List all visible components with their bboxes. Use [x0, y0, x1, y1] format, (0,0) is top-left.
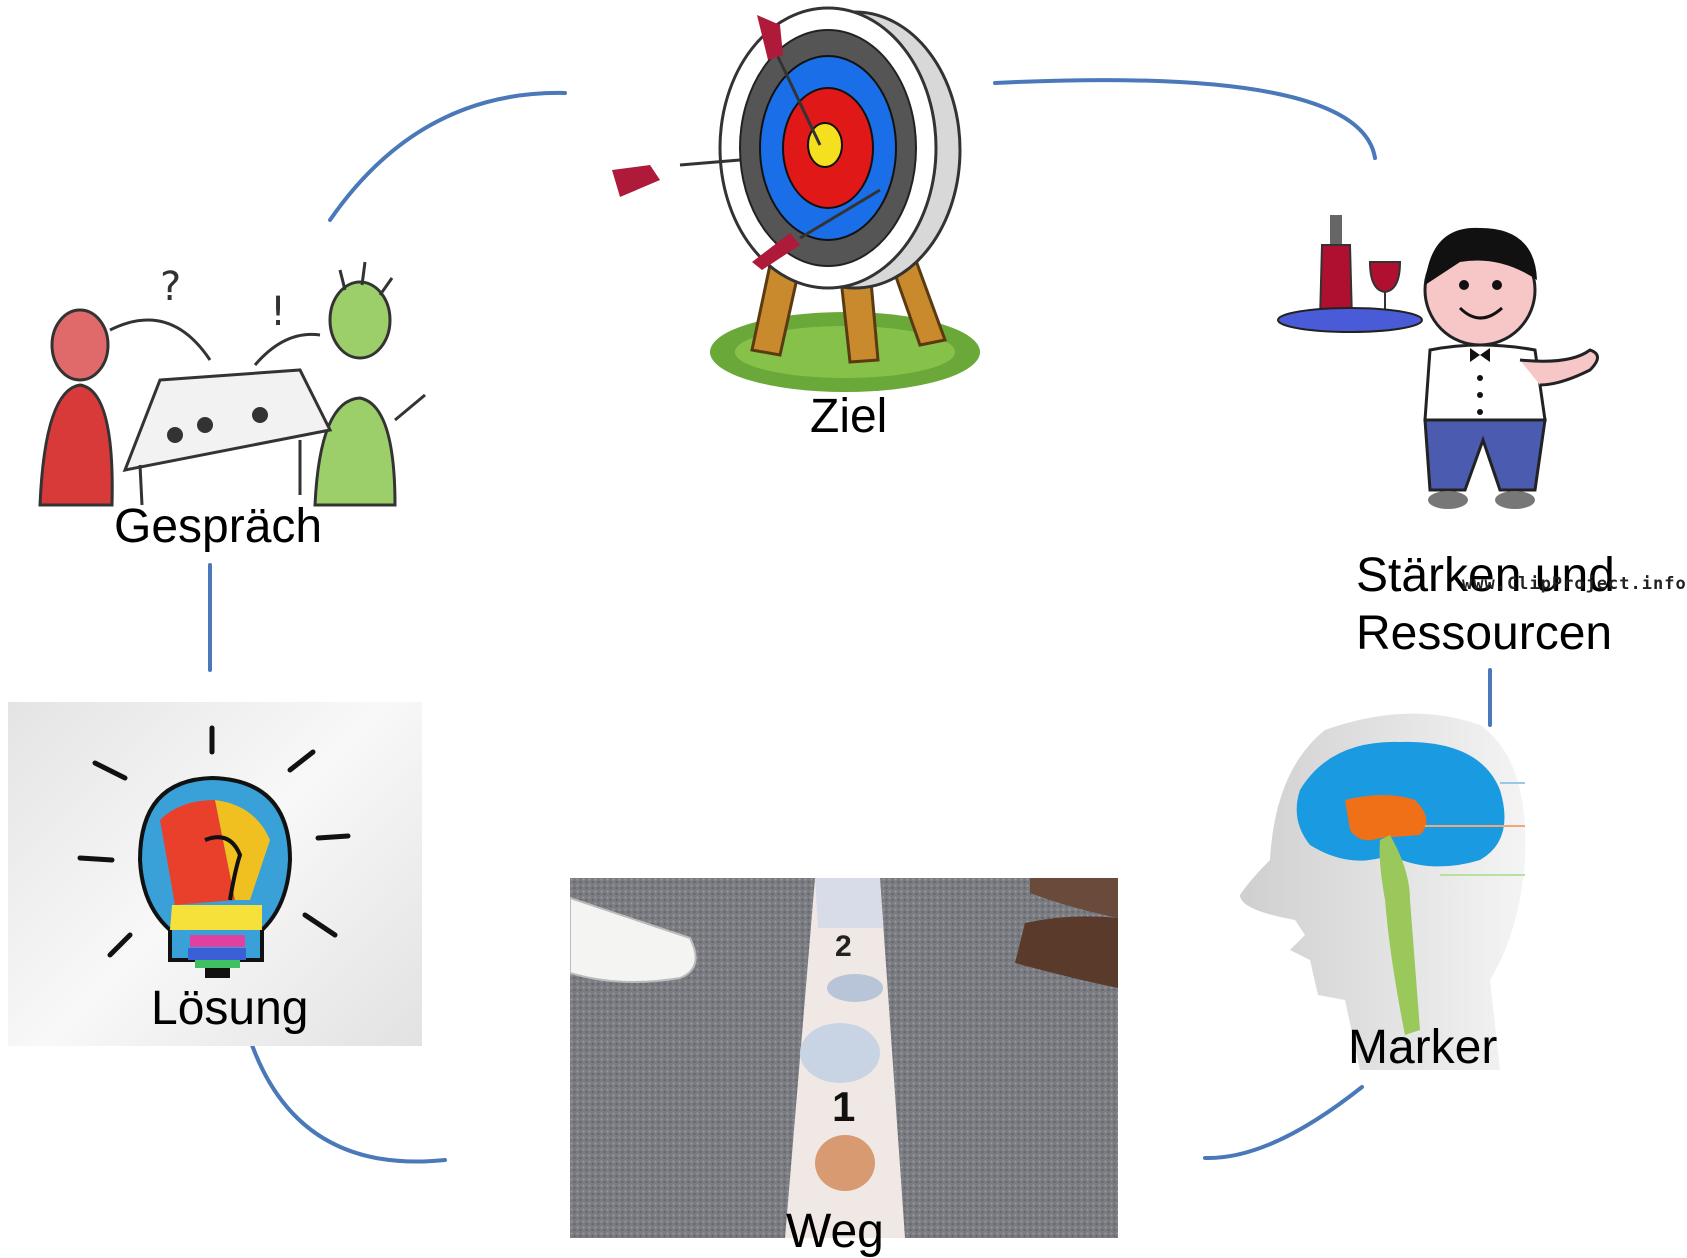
- path-step-number-2: 2: [835, 930, 852, 963]
- svg-text:!: !: [270, 289, 286, 335]
- path-photo-art: [570, 878, 1118, 1238]
- connector-marker-weg: [1203, 1085, 1364, 1161]
- node-label-gespraech: Gespräch: [114, 500, 323, 553]
- node-label-weg: Weg: [786, 1205, 884, 1258]
- connector-gespraech-ziel: [328, 90, 567, 222]
- node-label-staerken-line2: Ressourcen: [1356, 607, 1613, 660]
- node-label-staerken-line1: Stärken und: [1356, 549, 1615, 602]
- node-label-ziel: Ziel: [810, 390, 888, 443]
- path-photo: 2 1: [570, 878, 1118, 1238]
- svg-text:?: ?: [160, 264, 181, 310]
- connector-ziel-staerken: [993, 78, 1377, 160]
- node-label-marker: Marker: [1348, 1021, 1498, 1074]
- node-label-loesung: Lösung: [151, 982, 309, 1035]
- path-step-number-1: 1: [832, 1083, 856, 1130]
- clipart-watermark: www.ClipProject.info: [1462, 574, 1687, 594]
- connector-loesung-weg: [250, 1043, 447, 1164]
